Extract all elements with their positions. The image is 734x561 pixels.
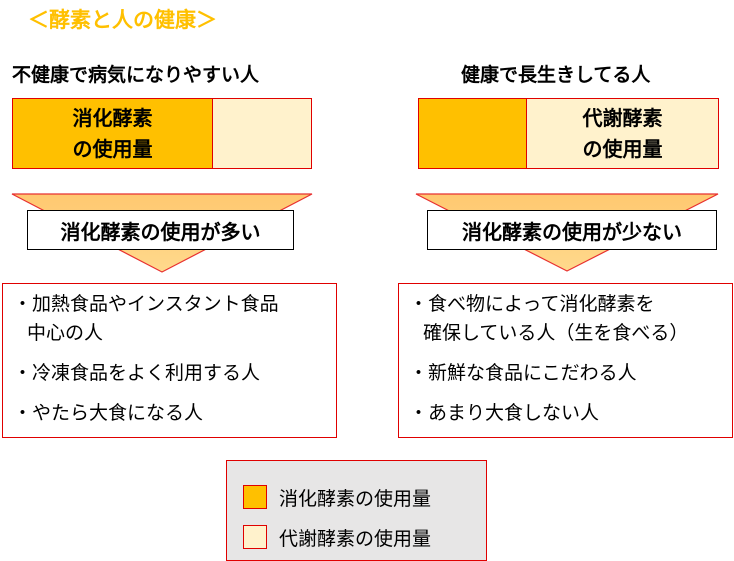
right-examples-box: ・食べ物によって消化酵素を 確保している人（生を食べる） ・新鮮な食品にこだわる… [398,283,733,438]
right-enzyme-bar: 代謝酵素 の使用量 [418,98,719,169]
legend-item-digestive: 消化酵素の使用量 [243,477,486,517]
right-heading: 健康で長生きしてる人 [461,64,651,86]
legend: 消化酵素の使用量 代謝酵素の使用量 [226,460,487,561]
left-digestive-label-line1: 消化酵素 [72,105,153,130]
list-item: ・あまり大食しない人 [409,402,600,424]
list-item: ・冷凍食品をよく利用する人 [13,362,261,384]
metabolic-swatch-icon [243,525,267,549]
list-item: ・やたら大食になる人 [13,402,204,424]
digestive-swatch-icon [243,485,267,509]
left-examples-box: ・加熱食品やインスタント食品 中心の人 ・冷凍食品をよく利用する人 ・やたら大食… [2,283,337,438]
diagram-title: ＜酵素と人の健康＞ [28,8,217,32]
left-digestive-segment: 消化酵素 の使用量 [12,98,213,169]
list-item: ・食べ物によって消化酵素を 確保している人（生を食べる） [409,293,689,344]
list-item: ・新鮮な食品にこだわる人 [409,362,637,384]
right-arrow-label: 消化酵素の使用が少ない [427,210,717,250]
left-enzyme-bar: 消化酵素 の使用量 [12,98,313,169]
right-metabolic-label-line2: の使用量 [582,136,663,161]
left-arrow-label: 消化酵素の使用が多い [27,210,294,250]
legend-item-metabolic: 代謝酵素の使用量 [243,517,486,557]
list-item: ・加熱食品やインスタント食品 中心の人 [13,293,279,344]
left-metabolic-segment [212,98,312,169]
right-metabolic-label-line1: 代謝酵素 [582,105,663,130]
left-heading: 不健康で病気になりやすい人 [12,64,260,86]
left-digestive-label-line2: の使用量 [72,136,153,161]
right-metabolic-segment: 代謝酵素 の使用量 [526,98,719,169]
